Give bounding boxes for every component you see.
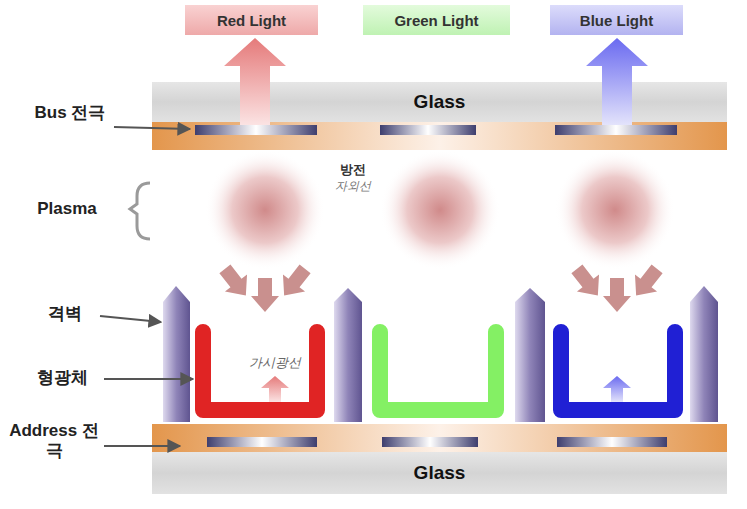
plasma-glow <box>555 150 675 270</box>
electrode-layer <box>152 424 727 452</box>
address-electrode <box>557 437 667 447</box>
process-label: 방전 <box>325 163 381 178</box>
plasma-glow <box>380 150 500 270</box>
node-text: Glass <box>414 91 466 113</box>
part-label: Plasma <box>22 199 112 219</box>
barrier-rib <box>163 286 190 422</box>
bus-electrode <box>195 125 317 135</box>
plasma-glow <box>205 150 325 270</box>
part-label: 격벽 <box>30 304 100 324</box>
phosphor-blue <box>561 332 675 410</box>
leader-line <box>104 378 193 380</box>
phosphor-red <box>203 332 317 410</box>
glass-plate <box>152 82 727 122</box>
barrier-rib <box>690 286 718 422</box>
barrier-rib <box>334 288 362 422</box>
light-label-box: Red Light <box>185 5 318 35</box>
barrier-rib <box>515 288 545 422</box>
uv-arrow <box>273 260 316 304</box>
visible-light-arrow <box>603 376 631 402</box>
leader-line <box>100 316 161 322</box>
light-arrow <box>224 38 286 125</box>
leader-line <box>114 127 190 129</box>
leader-line <box>104 445 180 447</box>
node-text: Green Light <box>394 12 478 29</box>
address-electrode <box>382 437 478 447</box>
node-text: Red Light <box>217 12 286 29</box>
light-label-box: Green Light <box>363 5 510 35</box>
glass-band: Glass <box>152 82 727 122</box>
process-label: 자외선 <box>320 180 386 194</box>
node-text: Blue Light <box>580 12 653 29</box>
uv-arrow <box>214 260 257 304</box>
uv-arrow <box>251 278 279 312</box>
light-arrow <box>586 38 648 125</box>
light-label-box: Blue Light <box>550 5 683 35</box>
uv-arrow <box>625 260 668 304</box>
phosphor-green <box>380 332 496 410</box>
uv-arrow <box>603 278 631 312</box>
part-label: Address 전극 <box>6 421 102 460</box>
bus-electrode <box>555 125 677 135</box>
bracket <box>130 183 150 239</box>
visible-light-arrow <box>261 376 289 402</box>
bus-electrode <box>380 125 476 135</box>
glass-plate <box>152 452 727 494</box>
part-label: 형광체 <box>22 368 102 388</box>
electrode-layer <box>152 122 727 150</box>
glass-band: Glass <box>152 452 727 494</box>
part-label: Bus 전극 <box>30 103 110 123</box>
address-electrode <box>207 437 317 447</box>
process-label: 가시광선 <box>232 356 318 371</box>
uv-arrow <box>566 260 609 304</box>
node-text: Glass <box>414 462 466 484</box>
